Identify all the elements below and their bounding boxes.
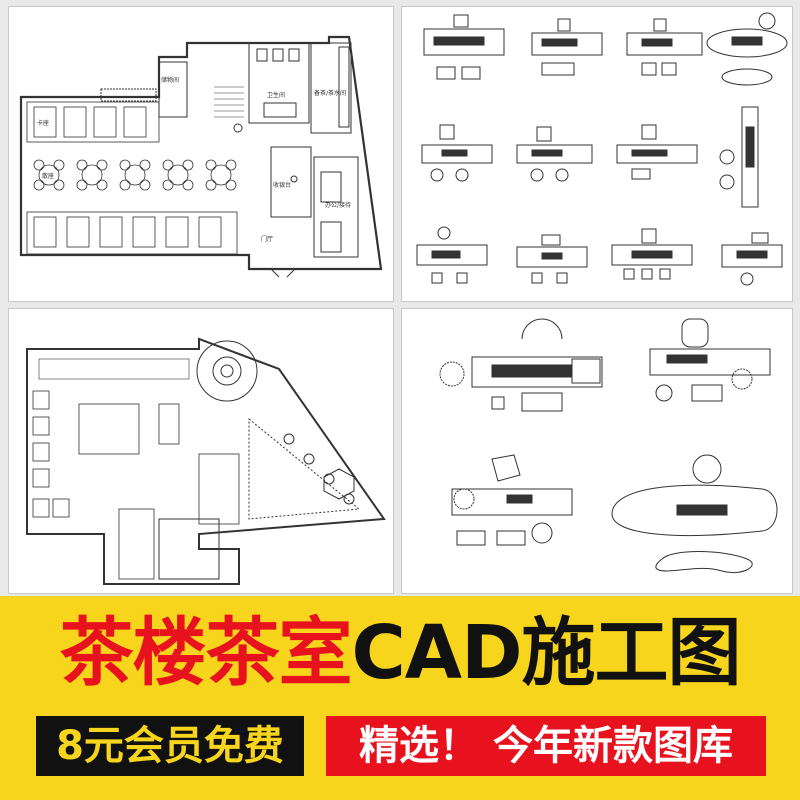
tea-table-blocks-panel — [401, 6, 793, 302]
membership-badge[interactable]: 8元会员免费 — [36, 716, 304, 776]
tea-table-block-12 — [721, 232, 783, 286]
tea-table-block-large-2 — [649, 318, 771, 402]
label-table: 散座 — [42, 172, 54, 180]
tea-table-block-2 — [531, 18, 603, 76]
floor-plan-drawing-2 — [26, 337, 386, 585]
tea-table-block-5 — [421, 124, 493, 182]
tea-table-block-11 — [611, 228, 693, 280]
label-door: 门厅 — [261, 235, 273, 243]
floor-plan-drawing: 储物间 卫生间 备茶/茶水间 收银台 办公/接待 卡座 散座 门厅 — [19, 35, 383, 278]
label-storage: 储物间 — [161, 76, 179, 84]
tea-table-blocks-panel-2 — [401, 308, 793, 594]
floor-plan-panel-2 — [8, 308, 394, 594]
tea-table-block-3 — [626, 18, 703, 76]
tea-table-blocks-drawing-2 — [439, 318, 778, 573]
promo-title-part1: 茶楼茶室 — [59, 610, 352, 696]
new-library-badge[interactable]: 精选！ 今年新款图库 — [326, 716, 766, 776]
label-wc: 卫生间 — [267, 91, 285, 99]
tea-table-block-9 — [416, 226, 488, 284]
promo-title: 茶楼茶室CAD施工图 — [0, 598, 800, 708]
promo-title-part2: CAD施工图 — [351, 610, 741, 696]
label-tea-prep: 备茶/茶水间 — [314, 89, 346, 97]
tea-table-block-large-4 — [611, 454, 778, 573]
tea-table-block-6 — [516, 126, 593, 182]
tea-table-blocks-drawing — [416, 12, 788, 286]
tea-table-block-4 — [706, 12, 788, 86]
tea-table-block-10 — [516, 234, 588, 284]
tea-table-block-large-1 — [439, 318, 603, 412]
label-cashier: 收银台 — [273, 181, 291, 189]
label-office: 办公/接待 — [325, 201, 351, 209]
tea-table-block-7 — [616, 124, 698, 180]
tea-table-block-1 — [423, 14, 505, 80]
label-booth: 卡座 — [37, 119, 49, 127]
tea-table-block-8 — [719, 106, 759, 208]
floor-plan-panel-1: 储物间 卫生间 备茶/茶水间 收银台 办公/接待 卡座 散座 门厅 — [8, 6, 394, 302]
tea-table-block-large-3 — [451, 454, 573, 546]
